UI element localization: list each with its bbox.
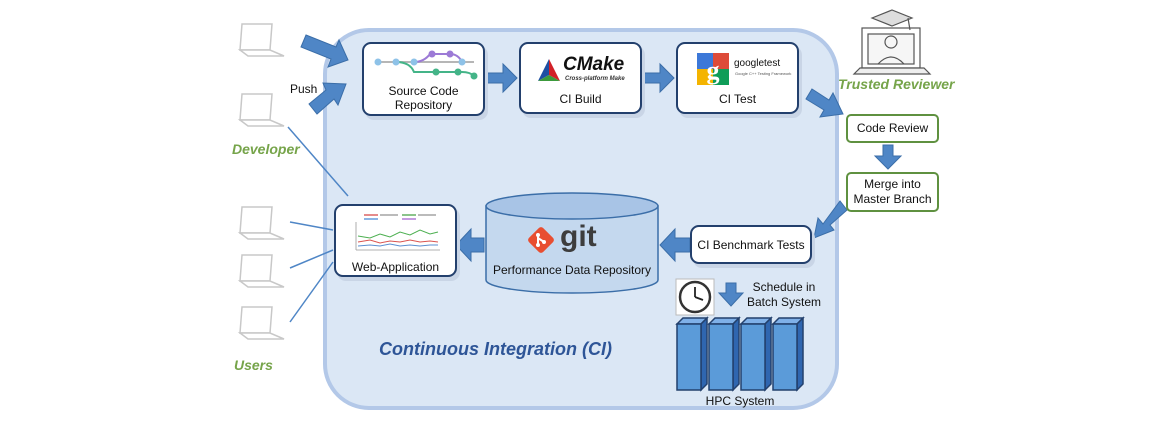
arrow-schedule-to-hpc: [717, 282, 745, 307]
hpc-racks-icon: [675, 316, 805, 392]
arrow-test-to-review: [805, 88, 844, 118]
user-laptop-1-icon: [239, 206, 285, 240]
benchmark-label: CI Benchmark Tests: [697, 237, 805, 252]
merge-label: Merge into Master Branch: [853, 177, 932, 206]
arrow-repo-to-webapp: [455, 227, 485, 263]
arrow-benchmark-to-repo: [659, 227, 691, 263]
code-review-label: Code Review: [856, 121, 929, 135]
git-logo-icon: [528, 227, 554, 253]
perf-repo-label: Performance Data Repository: [492, 263, 652, 277]
ci-benchmark-node[interactable]: CI Benchmark Tests: [690, 225, 812, 264]
connector-lines: [287, 126, 349, 323]
arrow-dev1-to-repo: [300, 34, 349, 68]
reviewer-icon: [852, 9, 932, 75]
push-label: Push: [290, 82, 318, 96]
developer-laptop-1-icon: [239, 23, 285, 57]
source-code-repository-node[interactable]: Source Code Repository: [362, 42, 485, 116]
web-application-node[interactable]: Web-Application: [334, 204, 457, 277]
arrow-build-to-test: [641, 62, 675, 94]
arrow-merge-to-benchmark: [813, 200, 848, 239]
ci-test-node[interactable]: g googletest Google C++ Testing Framewor…: [676, 42, 799, 114]
user-laptop-2-icon: [239, 254, 285, 288]
trusted-reviewer-label: Trusted Reviewer: [838, 76, 955, 92]
source-code-label: Source Code Repository: [388, 84, 459, 112]
hpc-system-label: HPC System: [705, 394, 775, 408]
schedule-label: Schedule in Batch System: [746, 280, 822, 309]
merge-master-node[interactable]: Merge into Master Branch: [846, 172, 939, 212]
cmake-subtitle: Cross-platform Make: [565, 76, 625, 82]
developer-label: Developer: [232, 141, 300, 157]
users-label: Users: [234, 357, 273, 373]
ci-build-node[interactable]: CMake Cross-platform Make CI Build: [519, 42, 642, 114]
ci-test-label: CI Test: [718, 92, 757, 106]
user-laptop-3-icon: [239, 306, 285, 340]
git-branch-graph-icon: [374, 50, 478, 80]
git-logo-text: git: [560, 220, 597, 253]
ci-title: Continuous Integration (CI): [379, 339, 612, 359]
web-app-label: Web-Application: [351, 260, 440, 274]
clock-icon: [675, 278, 715, 316]
ci-build-label: CI Build: [559, 92, 602, 106]
cmake-logo-text: CMake: [563, 54, 625, 75]
arrow-review-to-merge: [873, 144, 903, 170]
googletest-logo-icon: g: [697, 53, 729, 85]
googletest-subtitle: Google C++ Testing Framework: [735, 71, 792, 76]
googletest-logo-text: googletest: [734, 58, 781, 69]
arrow-dev2-to-repo: [308, 82, 347, 115]
developer-laptop-2-icon: [239, 93, 285, 127]
web-chart-thumbnail-icon: [355, 214, 440, 251]
svg-text:g: g: [707, 56, 720, 85]
arrow-repo-to-build: [484, 62, 518, 94]
cmake-logo-icon: [538, 59, 560, 81]
database-cylinder-icon: [485, 192, 659, 294]
performance-data-repository-node[interactable]: git Performance Data Repository: [484, 192, 660, 296]
code-review-node[interactable]: Code Review: [846, 114, 939, 143]
